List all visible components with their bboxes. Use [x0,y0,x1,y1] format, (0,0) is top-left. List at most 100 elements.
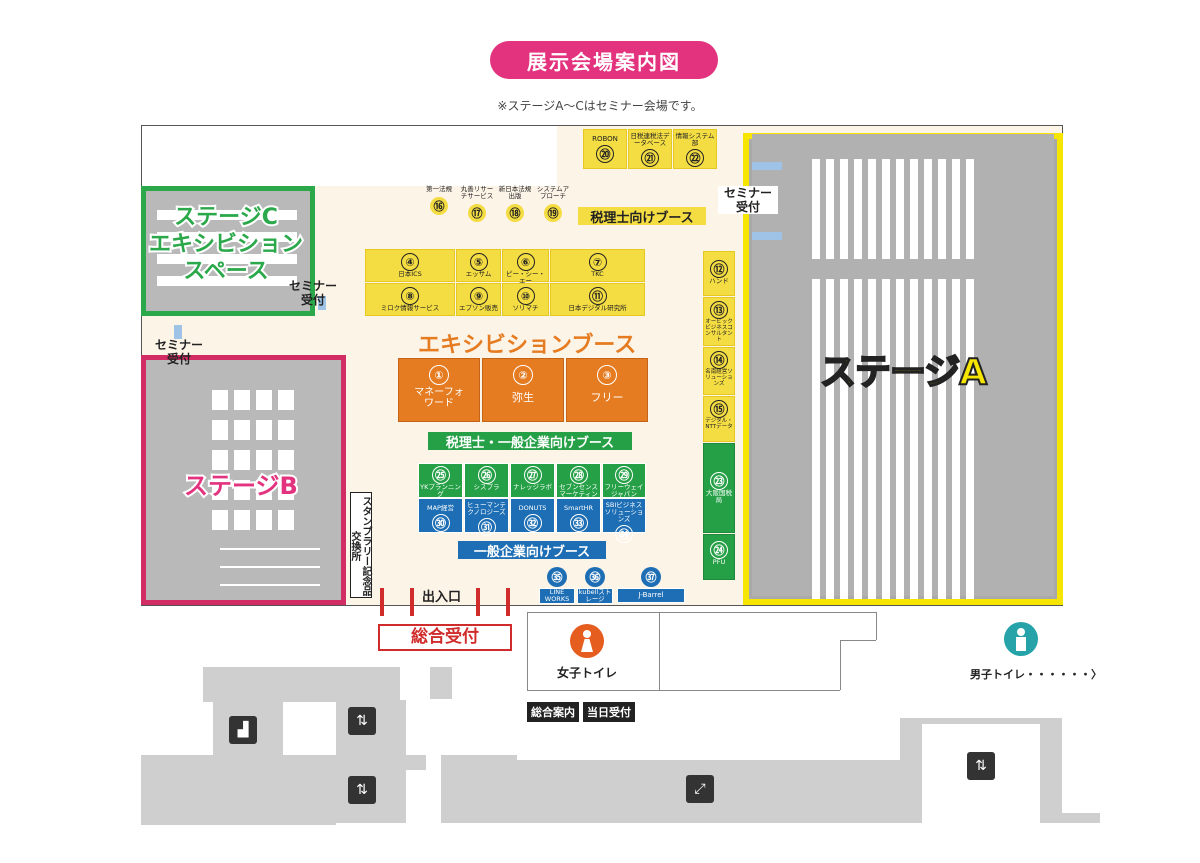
booth-12[interactable]: ⑫ ハンド [703,251,735,296]
booth-number: ㉑ [641,149,659,167]
booth-number: ⑪ [588,287,607,305]
booth-11[interactable]: ⑪ 日本デジタル研究所 [550,283,645,316]
booth-name: SBIビジネスソリューションズ [604,501,644,523]
booth-number: ③ [597,365,617,385]
booth-31[interactable]: ヒューマンテクノロジーズ ㉛ [464,498,509,536]
booth-29[interactable]: ㉙ フリーウェイジャパン [602,463,646,498]
booth-3[interactable]: ③ フリー [566,358,648,422]
booth-35[interactable]: ㉟ LINE WORKS [539,566,575,604]
booth-16[interactable]: 第一法規 ⑯ [420,186,458,215]
booth-name: ハンド [709,277,729,285]
booth-8[interactable]: ⑧ ミロク情報サービス [365,283,455,316]
seat-block [234,420,250,440]
seat-column [938,279,946,479]
booth-24[interactable]: ㉔ PFU [703,534,735,580]
booth-32[interactable]: DONUTS ㉜ [510,498,555,533]
booth-27[interactable]: ㉗ ナレッジラボ [510,463,555,498]
booth-name: TKC [591,270,604,278]
seat-column [826,479,834,599]
reception-label: 受付 [735,200,760,214]
seat-column [854,279,862,479]
seat-column [812,479,820,599]
booth-7[interactable]: ⑦ TKC [550,249,645,282]
booth-2[interactable]: ② 弥生 [482,358,564,422]
seat-block [256,510,272,530]
booth-1[interactable]: ① マネーフォワード [398,358,480,422]
booth-9[interactable]: ⑨ エプソン販売 [456,283,501,316]
info-desk-tag: 総合案内 [527,702,579,722]
booth-number: ㉘ [569,466,588,484]
building-block [922,718,1040,724]
men-toilet-icon [1004,622,1038,656]
booth-30[interactable]: MAP経営 ㉚ [418,498,463,533]
seminar-label: セミナー [154,338,203,352]
booth-name: エッサム [465,270,492,278]
general-reception[interactable]: 総合受付 [378,624,512,651]
booth-number: ⑭ [710,351,728,369]
booth-14[interactable]: ⑭ 名南経営ソリューションズ [703,347,735,395]
women-toilet-label: 女子トイレ [556,666,617,680]
booth-34[interactable]: SBIビジネスソリューションズ ㉞ [602,498,646,543]
booth-20[interactable]: ROBON ⑳ [583,129,627,169]
booth-name: SmartHR [563,504,594,512]
reception-label: 受付 [300,293,325,307]
booth-22[interactable]: 情報システム部 ㉒ [673,129,717,169]
wall-line [660,690,840,691]
booth-4[interactable]: ④ 日本ICS [365,249,455,282]
stage-c-area[interactable] [141,186,315,316]
stairs-icon: ▟ [229,716,257,744]
booth-13[interactable]: ⑬ オービックビジネスコンサルタント [703,297,735,346]
booth-36[interactable]: ㊱ kubellストレージ [577,566,613,604]
stamp-rally-exchange[interactable]: スタンプラリー記念品交換所 [349,492,372,598]
booth-name: 日本デジタル研究所 [568,304,627,312]
booth-name: J-Barrel [617,588,685,603]
booth-18[interactable]: 新日本法規出版 ⑱ [496,186,534,222]
booth-name: ヒューマンテクノロジーズ [467,501,506,516]
men-toilet-label[interactable]: 男子トイレ・・・・・・〉 [970,668,1102,681]
booth-number: ⑱ [506,204,524,222]
booth-name: 弥生 [512,391,534,404]
seminar-label: セミナー [723,186,772,200]
seat-column [826,279,834,479]
booth-17[interactable]: 丸善リサーチサービス ⑰ [458,186,496,222]
booth-group-exhibit: ① マネーフォワード ② 弥生 ③ フリー [398,358,648,422]
booth-name: LINE WORKS [539,588,575,604]
building-block [1040,718,1062,823]
booth-37[interactable]: ㊲ J-Barrel [617,566,685,603]
seminar-reception-b: セミナー 受付 [148,338,210,366]
building-block [900,718,922,823]
booth-33[interactable]: SmartHR ㉝ [556,498,601,533]
booth-10[interactable]: ⑩ ソリマチ [502,283,549,316]
elevator-icon: ⇅ [967,752,995,780]
booth-number: ⑥ [516,253,535,271]
building-block [406,755,426,770]
booth-26[interactable]: ㉖ シスプラ [464,463,509,498]
booth-19[interactable]: システムアプローチ ⑲ [534,186,572,222]
booth-15[interactable]: ⑮ デジタル・NTTデータ [703,396,735,442]
booth-25[interactable]: ㉕ YKプランニング [418,463,463,498]
booth-5[interactable]: ⑤ エッサム [456,249,501,282]
booth-name: ROBON [592,135,618,143]
booth-name: フリーウェイジャパン [604,483,644,498]
booth-6[interactable]: ⑥ ピー・シー・エー [502,249,549,285]
seat-block [212,420,228,440]
seat-column [826,159,834,259]
stage-c-sub1: エキシビション [147,230,305,259]
booth-grid: ④ 日本ICS ⑤ エッサム ⑥ ピー・シー・エー ⑦ TKC ⑧ ミロク情報サ… [365,249,645,317]
booth-name: kubellストレージ [577,588,613,604]
seat-row [220,548,320,550]
seat-column [840,479,848,599]
booth-name: 情報システム部 [675,132,715,147]
seat-block [278,480,294,500]
seminar-reception-a: セミナー 受付 [718,186,778,214]
booth-number: ㉝ [569,514,588,532]
booth-number: ㉟ [547,567,567,587]
seat-row [220,566,320,568]
seat-row [220,584,320,586]
seat-block [234,450,250,470]
booth-23[interactable]: ㉓ 大阪国税局 [703,443,735,533]
booth-28[interactable]: ㉘ セブンセンスマーケティング [556,463,601,505]
booth-21[interactable]: 日税連税法データベース ㉑ [628,129,672,169]
seat-column [882,479,890,599]
wall-line [876,612,877,640]
